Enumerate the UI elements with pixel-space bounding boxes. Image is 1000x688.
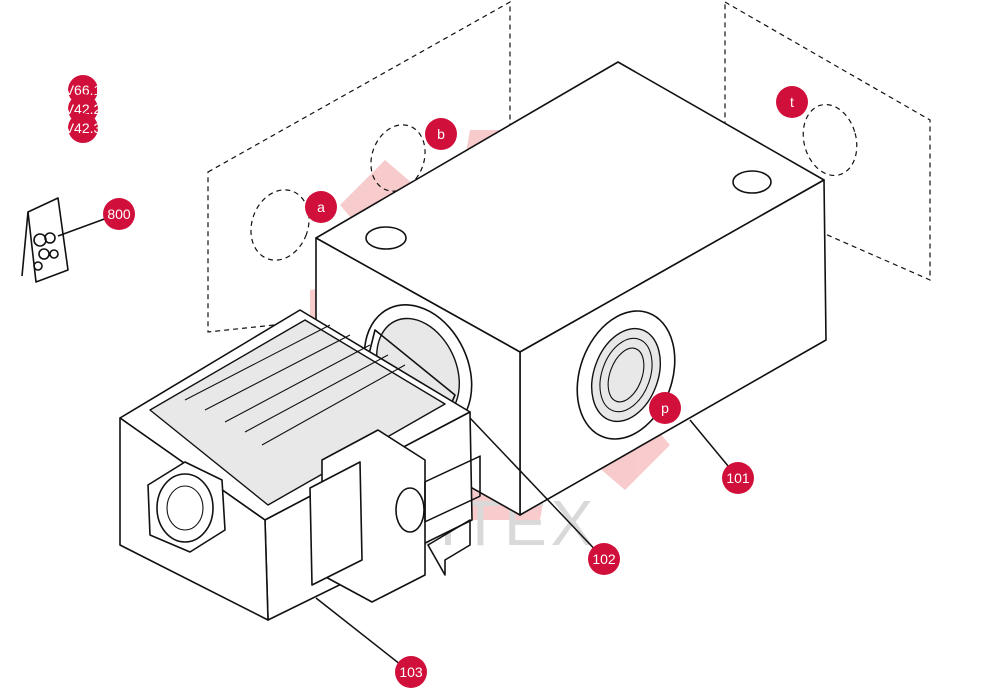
connector-screw (395, 487, 425, 533)
port-t-outline (802, 103, 858, 177)
mounting-plane-left (207, 0, 511, 333)
port-p-boss (576, 310, 676, 440)
svg-text:V42.3: V42.3 (65, 120, 102, 136)
connector-plug (309, 461, 363, 586)
leader-102 (469, 417, 604, 559)
callout-v42-3[interactable]: V42.3 (65, 113, 102, 143)
callout-b[interactable]: b (425, 118, 457, 150)
callout-p[interactable]: p (649, 392, 681, 424)
seal-kit-bag (21, 197, 69, 283)
svg-text:a: a (317, 199, 325, 215)
callout-101[interactable]: 101 (722, 462, 754, 494)
svg-text:p: p (661, 400, 669, 416)
callout-t[interactable]: t (776, 86, 808, 118)
callout-102[interactable]: 102 (588, 543, 620, 575)
mounting-hole-left (365, 226, 407, 250)
leader-103 (315, 597, 411, 673)
callout-103[interactable]: 103 (395, 656, 427, 688)
svg-text:t: t (790, 94, 794, 110)
coil-nut-bore (156, 473, 214, 543)
port-p-thread (591, 327, 661, 423)
svg-text:103: 103 (399, 664, 423, 680)
solenoid-coil (119, 309, 481, 621)
mounting-hole-right (732, 170, 772, 194)
svg-text:b: b (437, 126, 445, 142)
seal-kit-card (27, 197, 69, 283)
port-b-outline (370, 124, 426, 192)
mounting-plane-right (724, 0, 931, 281)
svg-text:V66.1: V66.1 (65, 82, 102, 98)
callout-a[interactable]: a (305, 191, 337, 223)
svg-text:101: 101 (726, 470, 750, 486)
valve-body-block (315, 61, 827, 516)
callout-800[interactable]: 800 (103, 198, 135, 230)
svg-text:V42.2: V42.2 (65, 101, 102, 117)
svg-text:102: 102 (592, 551, 616, 567)
svg-text:800: 800 (107, 206, 131, 222)
coil-top-ribs (149, 319, 446, 506)
port-a-outline (250, 189, 310, 261)
connector-terminals (424, 455, 481, 523)
